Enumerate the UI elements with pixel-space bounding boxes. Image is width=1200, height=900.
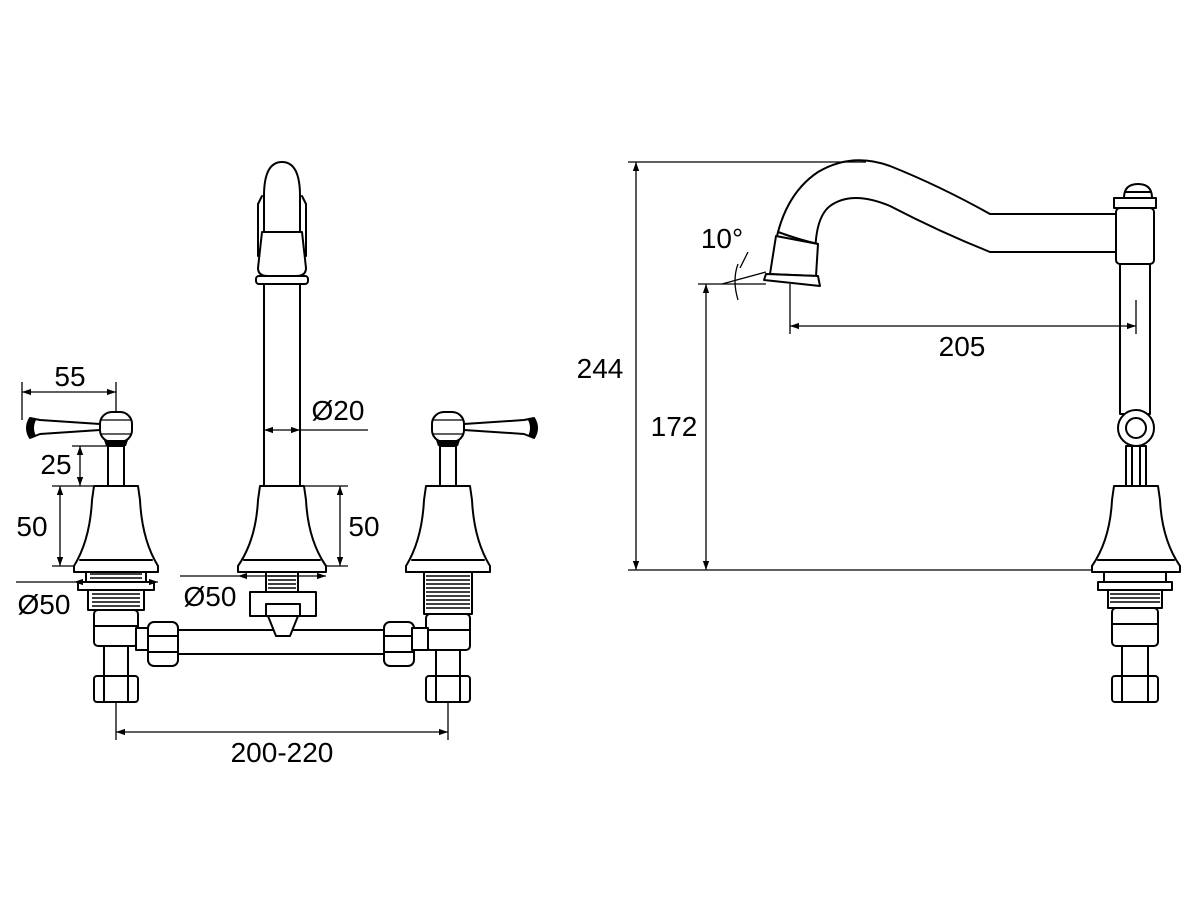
dim-label-200-220: 200-220	[231, 737, 334, 768]
centre-spout	[237, 161, 327, 637]
dim-label-205: 205	[939, 331, 986, 362]
dim-left-body-height: 50	[16, 485, 94, 567]
dim-label-244: 244	[577, 353, 624, 384]
dim-label-50-spout: 50	[348, 511, 379, 542]
right-thread-shank	[423, 571, 473, 703]
dim-label-dia20: Ø20	[312, 395, 365, 426]
right-stem	[439, 445, 457, 487]
dim-label-172: 172	[651, 411, 698, 442]
dim-label-25: 25	[40, 449, 71, 480]
right-valve-body	[405, 485, 491, 573]
dim-left-base-dia: Ø50	[16, 578, 158, 620]
dim-outlet-height: 172	[651, 283, 766, 570]
left-lever-handle	[26, 411, 133, 446]
dim-spout-dia: Ø20	[264, 395, 368, 434]
dim-handle-width: 55	[21, 361, 117, 420]
dim-label-55: 55	[54, 361, 85, 392]
side-view: 244 172 205 10°	[577, 159, 1181, 703]
front-view: 55 25 50 Ø50 Ø20	[16, 161, 538, 768]
dim-spout-base-dia: Ø50	[180, 572, 326, 612]
side-spout	[763, 159, 1117, 287]
dim-label-dia50-spout: Ø50	[184, 581, 237, 612]
left-thread-shank	[77, 571, 155, 703]
dim-centres: 200-220	[115, 702, 449, 768]
dim-reach: 205	[789, 284, 1137, 362]
dim-spout-body-height: 50	[304, 485, 380, 567]
right-lever-handle	[431, 411, 538, 446]
side-body	[1091, 183, 1181, 703]
left-stem	[107, 445, 125, 487]
dim-label-10deg: 10°	[701, 223, 743, 254]
dim-handle-height: 25	[40, 445, 108, 486]
dim-label-50-left: 50	[16, 511, 47, 542]
dim-angle: 10°	[701, 223, 767, 301]
dim-label-dia50-left: Ø50	[18, 589, 71, 620]
left-valve-body	[73, 485, 159, 573]
dim-overall-height: 244	[577, 161, 866, 570]
